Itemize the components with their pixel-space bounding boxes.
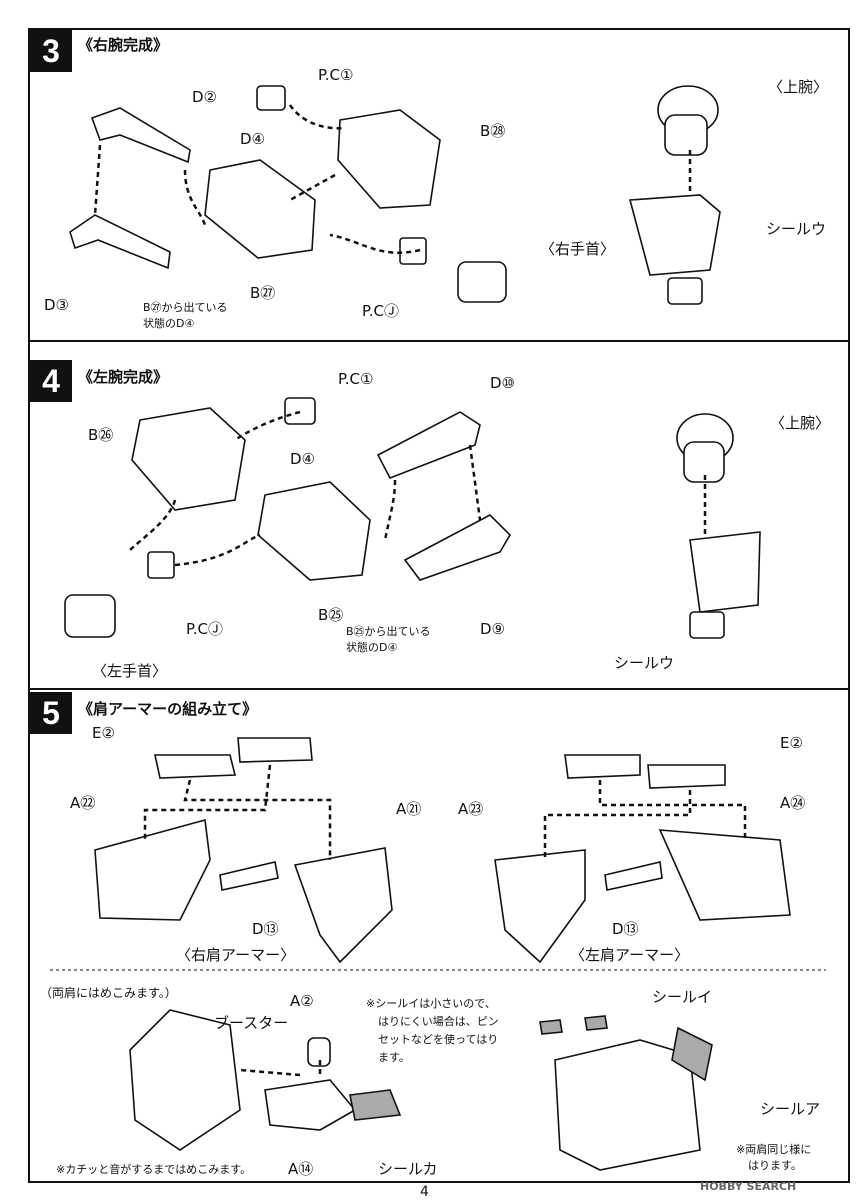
label-d13: D⑬ — [252, 920, 279, 938]
note-line: ※シールイは小さいので、 — [366, 997, 496, 1010]
part-pc-i — [256, 85, 286, 111]
label-d2: D② — [192, 88, 217, 106]
seal-i-sticker — [539, 1019, 563, 1035]
step-title: 《肩アーマーの組み立て》 — [78, 700, 258, 718]
upper-arm-body — [664, 114, 708, 156]
part-b25 — [257, 481, 371, 581]
label-seal-ka: シールカ — [378, 1160, 438, 1178]
note-line: ※両肩同じ様に — [736, 1143, 812, 1156]
label-upper-arm: 〈上腕〉 — [770, 414, 831, 432]
note-click: ※カチッと音がするまではめこみます。 — [56, 1163, 252, 1176]
label-pc-j: P.CⒿ — [362, 302, 399, 320]
label-d13: D⑬ — [612, 920, 639, 938]
label-left-shoulder-armor: 〈左肩アーマー〉 — [570, 946, 690, 964]
upper-arm-body — [683, 441, 725, 483]
label-b25: B㉕ — [318, 606, 344, 624]
note-line: 状態のD④ — [346, 641, 398, 654]
watermark: HOBBY SEARCH — [700, 1180, 797, 1193]
part-a21 — [293, 847, 393, 964]
label-a24: A㉔ — [780, 794, 806, 812]
label-d4: D④ — [240, 130, 265, 148]
step-number: 4 — [30, 360, 72, 402]
part-b27 — [204, 159, 316, 259]
label-d3: D③ — [44, 296, 69, 314]
label-seal-u: シールウ — [614, 654, 675, 672]
part-e2 — [237, 737, 313, 763]
part-a24 — [658, 829, 791, 921]
label-d9: D⑨ — [480, 620, 505, 638]
part-d3 — [69, 214, 171, 270]
label-right-shoulder-armor: 〈右肩アーマー〉 — [176, 946, 296, 964]
part-b28 — [337, 109, 441, 209]
part-b26 — [131, 407, 246, 511]
seal-a-sticker — [671, 1026, 713, 1082]
label-d10: D⑩ — [490, 374, 515, 392]
note-line: セットなどを使ってはり — [378, 1033, 499, 1046]
right-hand — [457, 261, 507, 303]
divider — [28, 688, 850, 690]
part-a22 — [94, 818, 211, 921]
part-e2 — [564, 754, 641, 779]
note-line: ます。 — [378, 1051, 410, 1064]
page-frame — [28, 28, 850, 1183]
note-line: はりにくい場合は、ピン — [378, 1015, 499, 1028]
label-e2: E② — [92, 724, 115, 742]
label-pc-i: P.C① — [318, 66, 354, 84]
part-d9 — [403, 514, 512, 581]
hand-stub — [667, 277, 703, 305]
shoulder-armor — [129, 1009, 241, 1151]
step-title: 《左腕完成》 — [78, 368, 169, 386]
label-a22: A㉒ — [70, 794, 96, 812]
step-number: 3 — [30, 30, 72, 72]
note-both-shoulders: （両肩にはめこみます。） — [40, 986, 177, 1000]
note-line: はります。 — [748, 1159, 802, 1172]
label-a14: A⑭ — [288, 1160, 314, 1178]
part-d10 — [376, 411, 481, 480]
label-a21: A㉑ — [396, 800, 422, 818]
part-pc-j — [147, 551, 175, 579]
label-seal-u: シールウ — [766, 220, 827, 238]
part-d2 — [90, 107, 191, 164]
note-line: B㉕から出ている — [346, 625, 431, 638]
seal-ka-sticker — [349, 1089, 402, 1121]
hand-stub — [689, 611, 725, 639]
label-e2: E② — [780, 734, 803, 752]
part-d13 — [604, 861, 663, 891]
booster — [264, 1079, 357, 1131]
label-upper-arm: 〈上腕〉 — [768, 78, 829, 96]
note-line: B㉗から出ている — [143, 301, 228, 314]
forearm-right — [628, 194, 721, 276]
label-b28: B㉘ — [480, 122, 506, 140]
label-booster: ブースター — [214, 1014, 289, 1032]
part-e2 — [647, 764, 726, 789]
label-seal-i: シールイ — [652, 988, 713, 1006]
part-a23 — [494, 849, 586, 964]
shoulder-armor-detail — [554, 1039, 701, 1171]
label-pc-j: P.CⒿ — [186, 620, 223, 638]
part-e2 — [154, 754, 237, 779]
label-pc-i: P.C① — [338, 370, 374, 388]
label-left-wrist: 〈左手首〉 — [92, 662, 168, 680]
part-d13 — [219, 861, 279, 891]
note-line: 状態のD④ — [143, 317, 195, 330]
part-pc-j — [399, 237, 427, 265]
step-number: 5 — [30, 692, 72, 734]
label-a23: A㉓ — [458, 800, 484, 818]
page-number: 4 — [420, 1184, 429, 1200]
label-d4: D④ — [290, 450, 315, 468]
label-b26: B㉖ — [88, 426, 114, 444]
label-right-wrist: 〈右手首〉 — [540, 240, 616, 258]
left-hand — [64, 594, 116, 638]
part-pc-i — [284, 397, 316, 425]
label-b27: B㉗ — [250, 284, 276, 302]
divider — [28, 340, 850, 342]
forearm-left — [689, 531, 761, 613]
label-a2: A② — [290, 992, 314, 1010]
label-seal-a: シールア — [760, 1100, 821, 1118]
seal-i-sticker — [584, 1015, 608, 1031]
step-title: 《右腕完成》 — [78, 36, 169, 54]
part-a2 — [307, 1037, 331, 1067]
